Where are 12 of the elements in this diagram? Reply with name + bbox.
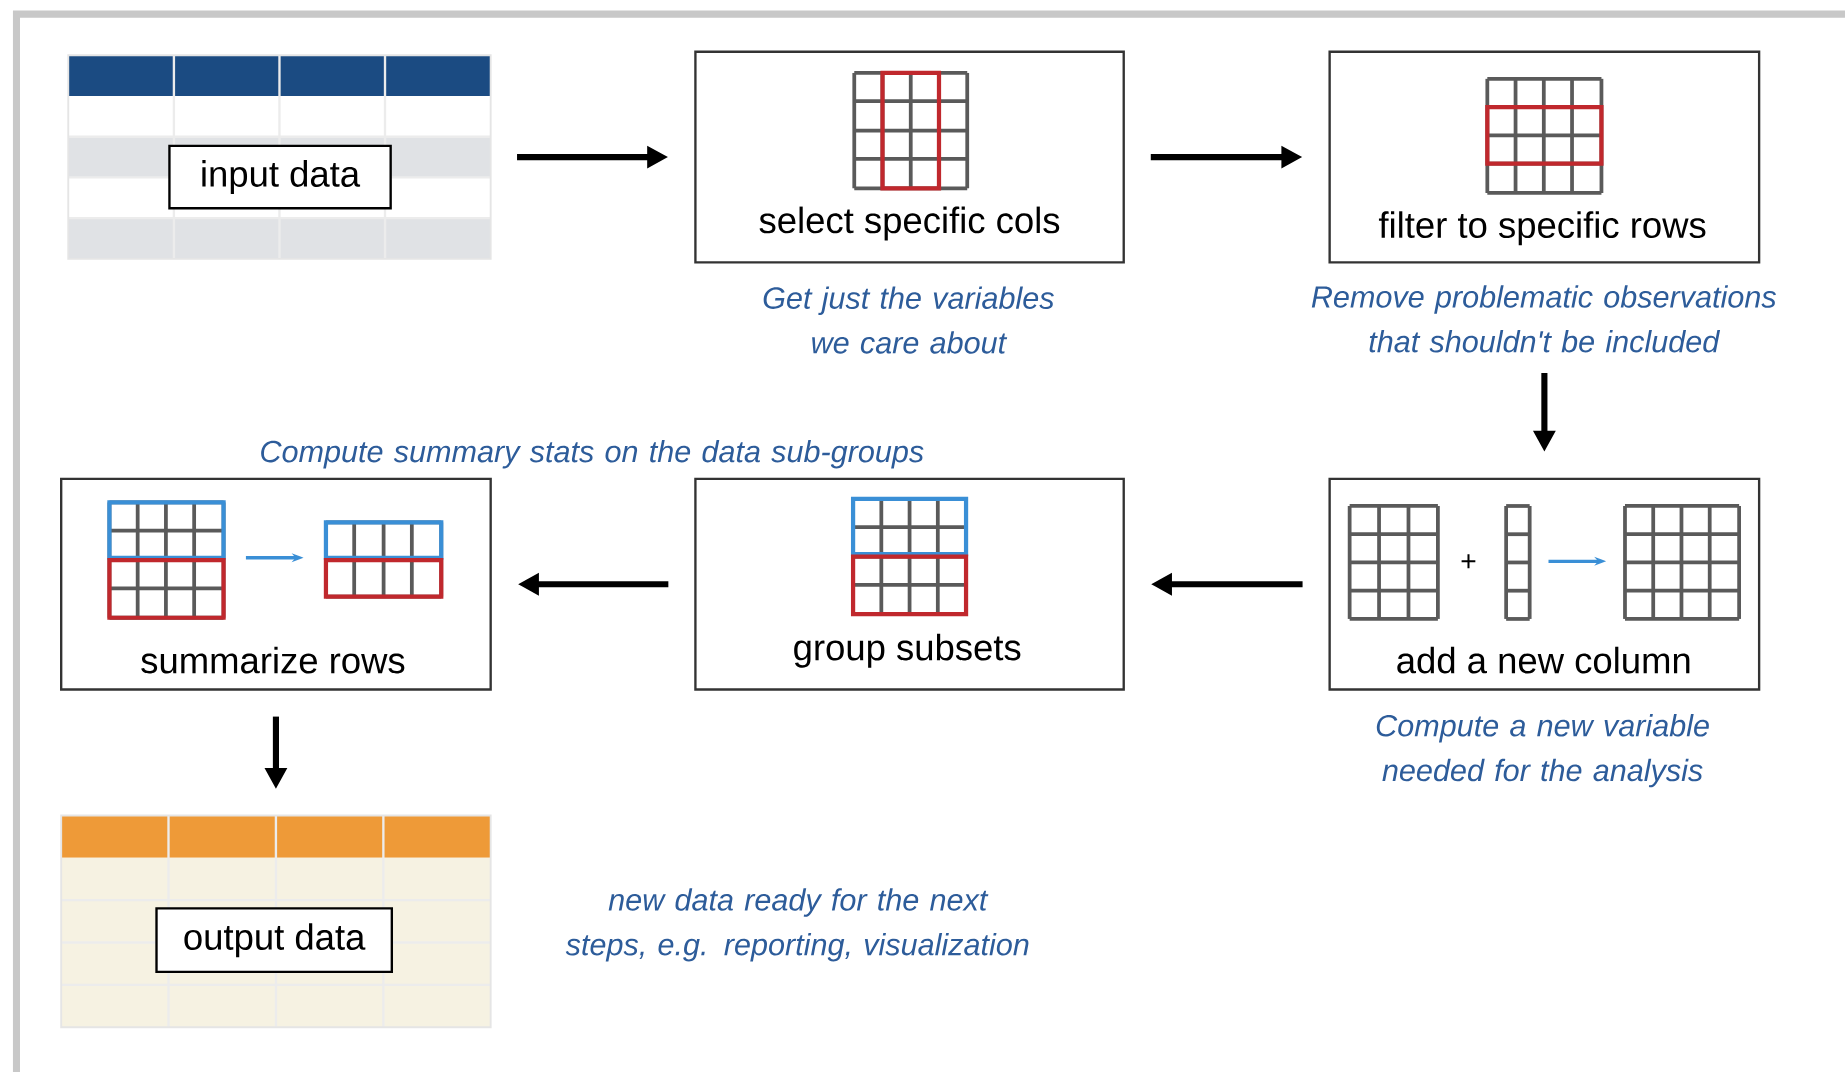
process-box: group subsets (694, 477, 1125, 691)
label-box: input data (168, 144, 392, 210)
description-text: Get just the variables we care about (763, 286, 1054, 354)
label-box: output data (155, 907, 393, 974)
plus-sign: + (1461, 554, 1476, 569)
process-box: select specific cols (694, 50, 1125, 264)
description-text: Remove problematic observations that shouldn't be included (1311, 285, 1776, 353)
description-text: Compute summary stats on the data sub-groups (261, 439, 924, 469)
description-text: new data ready for the next steps, e.g. reporting, visualization (565, 888, 1029, 962)
process-box: summarize rows (60, 477, 492, 691)
process-box: filter to specific rows (1328, 50, 1761, 264)
description-text: Compute a new variable needed for the analysis (1376, 714, 1709, 788)
